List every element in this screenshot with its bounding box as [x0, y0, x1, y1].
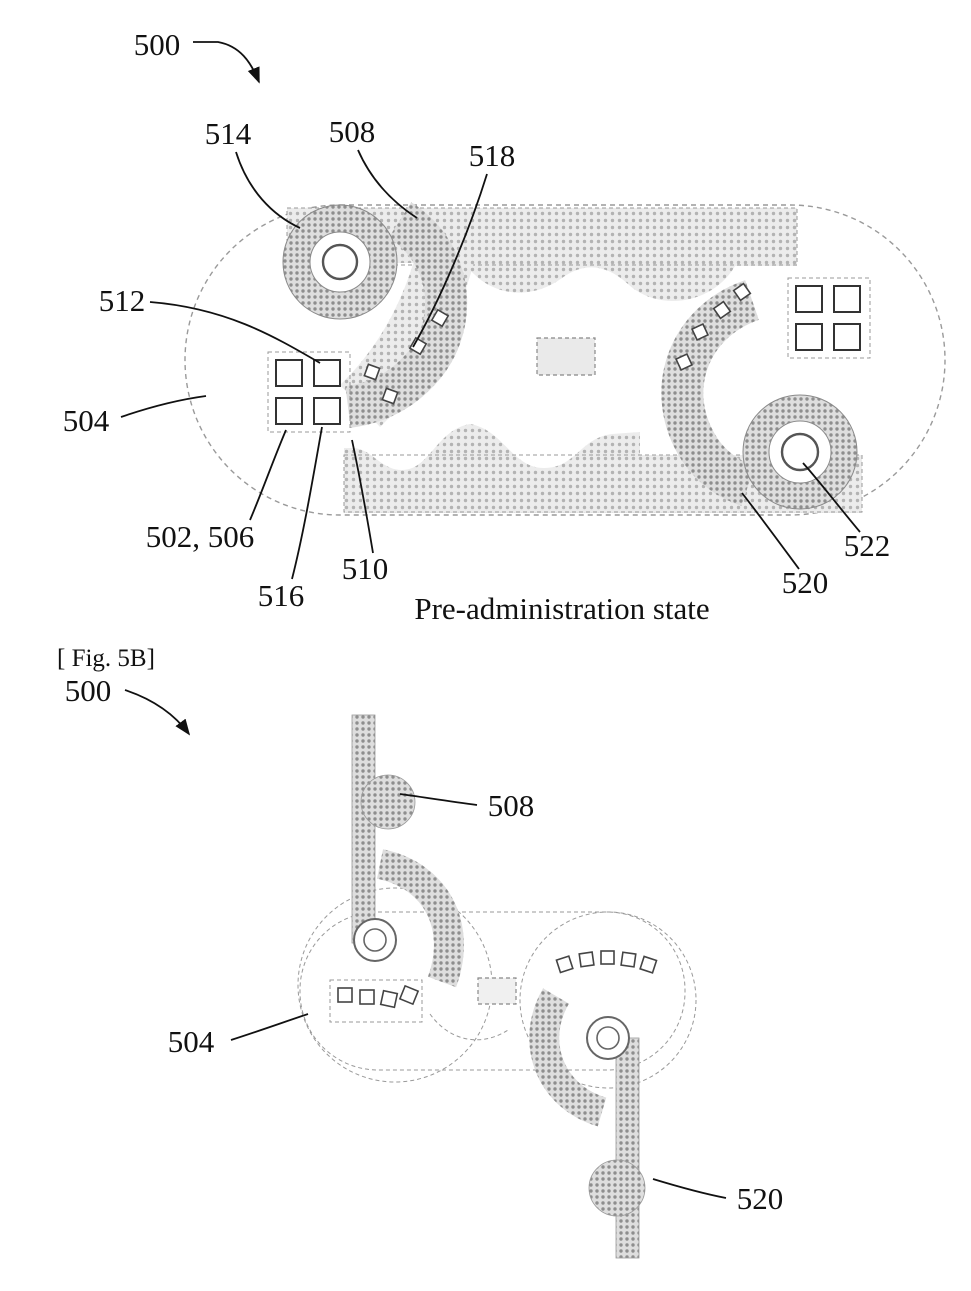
leader-504 [120, 395, 207, 418]
leader-512 [149, 301, 321, 364]
ref-label-512: 512 [99, 283, 146, 318]
band-sensor-squares [363, 282, 752, 405]
leader-502-506 [249, 429, 287, 521]
leader-516 [291, 426, 323, 580]
fig5a-drawing: 500 514 508 518 512 504 502, 506 516 510… [63, 27, 946, 626]
leader-520b [652, 1178, 727, 1199]
leader-518 [412, 173, 488, 348]
top-band-border [286, 207, 798, 266]
fig5b-leaders [124, 689, 727, 1199]
ref-label-520-top: 520 [782, 565, 829, 600]
fig5a-leaders [120, 41, 861, 580]
right-electrode-pads [787, 277, 871, 359]
ref-label-504-bottom: 504 [168, 1024, 215, 1059]
ref-label-500-top: 500 [134, 27, 181, 62]
leader-510 [351, 439, 374, 554]
left-electrode-pads [267, 351, 351, 433]
bottom-right-roller [742, 394, 858, 510]
leader-500 [193, 41, 260, 84]
ref-label-510: 510 [342, 551, 389, 586]
fig5a-caption: Pre-administration state [414, 591, 709, 626]
top-left-roller [282, 204, 398, 320]
right-swirl-band [661, 280, 760, 506]
leader-500b [124, 689, 191, 736]
ref-label-516: 516 [258, 578, 305, 613]
center-component-5b [477, 977, 517, 1005]
fig5b-labels: [ Fig. 5B] 500 508 504 520 [57, 645, 783, 1216]
ref-label-508-bottom: 508 [488, 788, 535, 823]
top-ribbon [351, 714, 464, 988]
fig5b-drawing: [ Fig. 5B] 500 508 504 520 [57, 645, 783, 1259]
ref-label-520-bottom: 520 [737, 1181, 784, 1216]
ref-label-518: 518 [469, 138, 516, 173]
leader-522 [802, 462, 861, 533]
center-component [536, 337, 596, 376]
leader-514 [235, 151, 301, 229]
leader-504b [230, 1013, 309, 1041]
fig5b-tag: [ Fig. 5B] [57, 645, 155, 672]
ref-label-500-bottom: 500 [65, 673, 112, 708]
left-swirl-band [344, 202, 468, 428]
ref-label-522: 522 [844, 528, 891, 563]
fig5a-labels: 500 514 508 518 512 504 502, 506 516 510… [63, 27, 891, 626]
top-roller-5b [353, 918, 397, 962]
leader-520 [741, 492, 800, 570]
electrode-pads-5b [329, 950, 658, 1041]
leader-508b [399, 793, 478, 806]
ref-label-508: 508 [329, 114, 376, 149]
ref-label-502-506: 502, 506 [146, 519, 255, 554]
bottom-band-border [343, 454, 863, 513]
ref-label-514: 514 [205, 116, 252, 151]
ref-label-504: 504 [63, 403, 110, 438]
bottom-ribbon [529, 988, 646, 1259]
bottom-roller-5b [586, 1016, 630, 1060]
leader-508 [357, 149, 418, 219]
